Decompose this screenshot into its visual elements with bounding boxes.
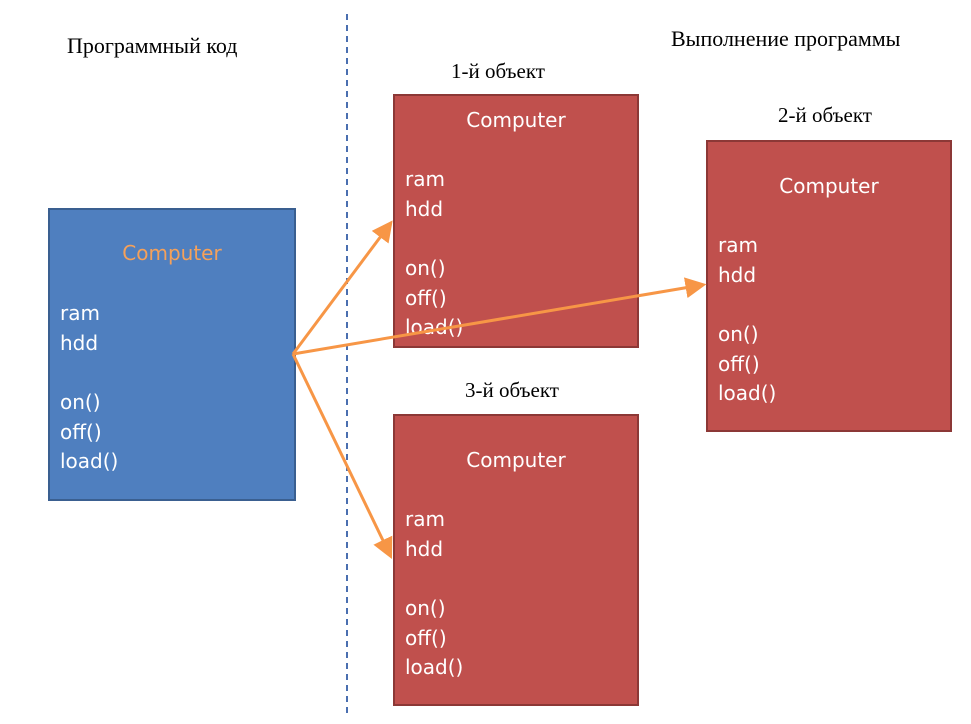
object-1-field-hdd: hdd bbox=[405, 196, 444, 221]
object-1-method-on: on() bbox=[405, 256, 446, 280]
arrow-to-object-1 bbox=[291, 220, 393, 355]
member-spacer bbox=[405, 564, 463, 594]
object-2-label: 2-й объект bbox=[778, 103, 872, 127]
object-box-1: Computer ram hdd on() off() load() bbox=[393, 94, 639, 348]
object-2-method-on: on() bbox=[718, 322, 759, 346]
method-load: load() bbox=[60, 449, 119, 473]
object-3-method-on: on() bbox=[405, 596, 446, 620]
member-spacer bbox=[718, 290, 776, 320]
object-2-method-off: off() bbox=[718, 351, 760, 376]
object-3-label: 3-й объект bbox=[465, 378, 559, 402]
class-box-title: Computer bbox=[122, 241, 222, 265]
object-1-method-load: load() bbox=[405, 315, 464, 339]
object-1-label: 1-й объект bbox=[451, 59, 545, 83]
class-box-computer: Computer ram hdd on() off() load() bbox=[48, 208, 296, 501]
heading-program-execution: Выполнение программы bbox=[671, 26, 901, 51]
object-1-members: ram hdd on() off() load() bbox=[405, 165, 463, 343]
member-spacer bbox=[60, 358, 118, 388]
object-2-method-load: load() bbox=[718, 381, 777, 405]
class-box-members: ram hdd on() off() load() bbox=[60, 299, 118, 477]
object-3-members: ram hdd on() off() load() bbox=[405, 505, 463, 683]
object-2-members: ram hdd on() off() load() bbox=[718, 231, 776, 409]
arrow-to-object-3 bbox=[291, 353, 393, 560]
heading-program-code: Программный код bbox=[67, 33, 238, 58]
object-2-field-hdd: hdd bbox=[718, 262, 757, 287]
object-2-title: Computer bbox=[779, 174, 879, 198]
object-2-field-ram: ram bbox=[718, 233, 758, 257]
object-1-field-ram: ram bbox=[405, 167, 445, 191]
field-hdd: hdd bbox=[60, 330, 99, 355]
member-spacer bbox=[405, 224, 463, 254]
method-off: off() bbox=[60, 419, 102, 444]
object-3-method-off: off() bbox=[405, 625, 447, 650]
field-ram: ram bbox=[60, 301, 100, 325]
object-3-title: Computer bbox=[466, 448, 566, 472]
object-3-field-hdd: hdd bbox=[405, 536, 444, 561]
object-box-2: Computer ram hdd on() off() load() bbox=[706, 140, 952, 432]
object-3-field-ram: ram bbox=[405, 507, 445, 531]
object-3-method-load: load() bbox=[405, 655, 464, 679]
method-on: on() bbox=[60, 390, 101, 414]
object-1-method-off: off() bbox=[405, 285, 447, 310]
object-box-3: Computer ram hdd on() off() load() bbox=[393, 414, 639, 706]
object-1-title: Computer bbox=[466, 108, 566, 132]
